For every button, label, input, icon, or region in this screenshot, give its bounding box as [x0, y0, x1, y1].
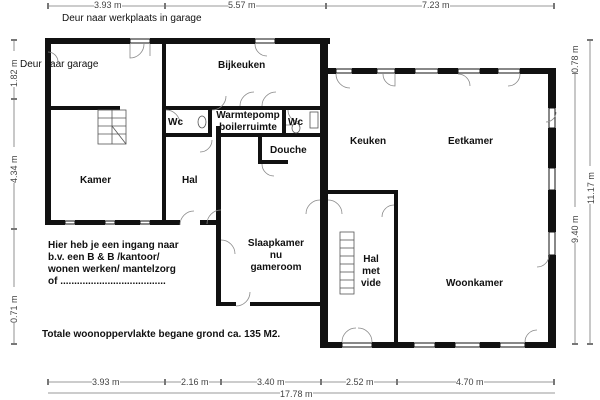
dim-bottom-5: 4.70 m	[456, 377, 484, 387]
dim-top-2: 5.57 m	[228, 0, 256, 10]
note-ingang-line-2: b.v. een B & B /kantoor/	[48, 252, 160, 263]
hal-vide-line-3: vide	[360, 278, 381, 289]
warmtepomp-line-2: boilerruimte	[219, 122, 277, 133]
note-ingang-line-4: of .....................................…	[48, 276, 166, 287]
note-ingang: Hier heb je een ingang naar b.v. een B &…	[48, 240, 179, 288]
dim-bottom-4: 2.52 m	[346, 377, 374, 387]
room-hal-met-vide: Hal met vide	[356, 254, 386, 290]
room-warmtepomp: Warmtepomp boilerruimte	[212, 110, 284, 134]
note-oppervlakte: Totale woonoppervlakte begane grond ca. …	[42, 329, 281, 340]
dim-right-2: 9.40 m	[570, 207, 580, 243]
staircase-upper	[97, 109, 127, 145]
slaapkamer-line-2: nu	[269, 250, 283, 261]
dim-top-3: 7.23 m	[422, 0, 450, 10]
door-swings	[47, 43, 557, 343]
label-deur-garage: Deur naar garage	[20, 59, 99, 70]
slaapkamer-line-3: gameroom	[250, 262, 302, 273]
room-eetkamer: Eetkamer	[448, 136, 494, 147]
dim-right-1: 0.78 m	[570, 37, 580, 73]
room-kamer: Kamer	[80, 175, 112, 186]
label-garage-door: Deur naar werkplaats in garage	[62, 13, 202, 24]
room-bijkeuken: Bijkeuken	[218, 60, 266, 71]
slaapkamer-line-1: Slaapkamer	[247, 238, 305, 249]
dim-top-1: 3.93 m	[94, 0, 122, 10]
room-keuken: Keuken	[350, 136, 387, 147]
room-douche: Douche	[270, 145, 307, 156]
room-slaapkamer: Slaapkamer nu gameroom	[238, 238, 314, 274]
room-hal: Hal	[182, 175, 198, 186]
walls	[45, 38, 556, 348]
hal-vide-line-2: met	[362, 266, 380, 277]
warmtepomp-line-1: Warmtepomp	[216, 110, 280, 121]
dim-bottom-total: 17.78 m	[280, 389, 313, 399]
hal-vide-line-1: Hal	[363, 254, 379, 265]
dim-left-2: 4.34 m	[9, 147, 19, 183]
staircase-vide	[339, 231, 355, 295]
windows	[64, 38, 556, 348]
dim-bottom-2: 2.16 m	[181, 377, 209, 387]
note-ingang-line-3: wonen werken/ mantelzorg	[48, 264, 176, 275]
dim-bottom-1: 3.93 m	[92, 377, 120, 387]
dim-right-3: 11.17 m	[586, 166, 596, 204]
note-ingang-line-1: Hier heb je een ingang naar	[48, 240, 179, 251]
dim-left-3: 0.71 m	[9, 287, 19, 323]
dim-bottom-3: 3.40 m	[257, 377, 285, 387]
dim-left-1: 1.82 m	[9, 51, 19, 87]
room-wc-2: Wc	[288, 117, 303, 128]
room-wc-1: Wc	[168, 117, 183, 128]
sanitary-fixtures	[197, 111, 319, 134]
room-woonkamer: Woonkamer	[446, 278, 504, 289]
dimension-ticks	[11, 3, 593, 385]
